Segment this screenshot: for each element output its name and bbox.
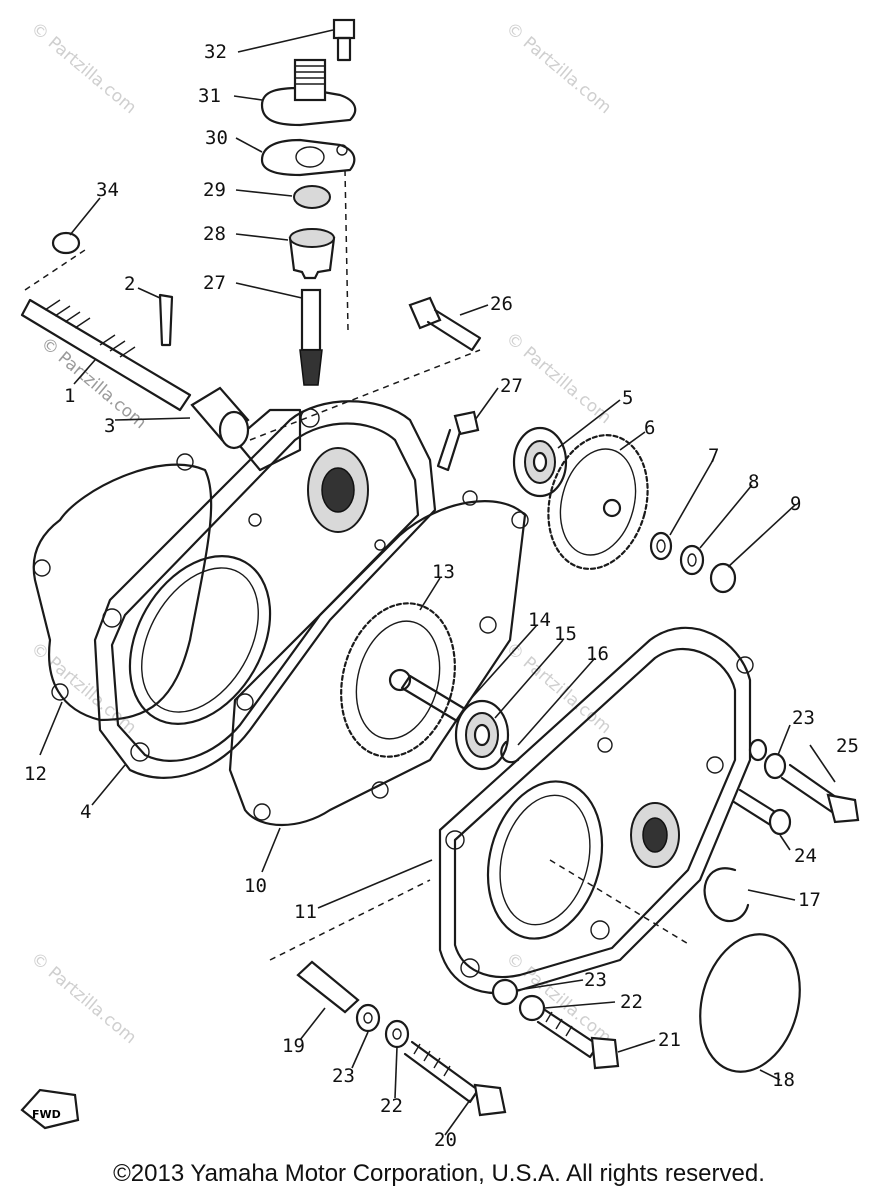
callout-19: 19 xyxy=(282,1035,305,1057)
part-22-washer-lower-right xyxy=(518,994,546,1022)
callout-15: 15 xyxy=(554,623,577,645)
assembly-lines xyxy=(24,169,691,961)
leader-lines xyxy=(39,29,836,1136)
callout-6: 6 xyxy=(644,417,655,439)
callout-5: 5 xyxy=(622,387,633,409)
callout-31: 30 xyxy=(205,127,228,149)
callout-11: 11 xyxy=(294,901,317,923)
watermark: © Partzilla.com xyxy=(502,19,615,119)
part-16-circlip xyxy=(500,740,520,764)
callout-20: 20 xyxy=(434,1129,457,1151)
watermark: © Partzilla.com xyxy=(27,949,140,1049)
part-20-bolt xyxy=(403,1040,507,1117)
part-21-bolt xyxy=(536,1008,620,1070)
part-33-bolt xyxy=(332,18,356,62)
callout-23-lower-right: 23 xyxy=(584,969,607,991)
part-28-driven-gear xyxy=(299,288,323,386)
part-18-o-ring xyxy=(699,933,801,1073)
copyright-notice: ©2013 Yamaha Motor Corporation, U.S.A. A… xyxy=(113,1160,765,1187)
part-30-seal xyxy=(293,185,331,209)
callout-34: 34 xyxy=(96,179,119,201)
callout-1: 1 xyxy=(64,385,75,407)
callout-4: 4 xyxy=(80,801,91,823)
callout-26: 26 xyxy=(490,293,513,315)
part-23-washer-lower-right xyxy=(491,978,519,1006)
part-24-bolt xyxy=(732,788,792,836)
callout-22-lower-right: 22 xyxy=(620,991,643,1013)
part-22-washer-lower-left xyxy=(384,1019,410,1049)
callout-21: 21 xyxy=(658,1029,681,1051)
callout-7: 7 xyxy=(708,445,719,467)
callout-24: 24 xyxy=(794,845,817,867)
callout-13: 13 xyxy=(432,561,455,583)
part-4-case-housing xyxy=(93,400,437,779)
callout-labels: 32 31 30 29 28 27 34 2 1 3 26 27 5 6 7 8… xyxy=(24,41,859,1151)
part-1-worm-shaft xyxy=(20,298,192,412)
callout-3: 3 xyxy=(104,415,115,437)
callout-2: 2 xyxy=(124,273,135,295)
part-12-gasket xyxy=(32,453,213,722)
part-34-washer xyxy=(51,231,81,255)
callout-9: 9 xyxy=(790,493,801,515)
callout-29: 28 xyxy=(203,223,226,245)
watermark: © Partzilla.com xyxy=(27,639,140,739)
callout-23-upper: 23 xyxy=(792,707,815,729)
callout-32: 31 xyxy=(198,85,221,107)
callout-25: 25 xyxy=(836,735,859,757)
callout-28: 27 xyxy=(203,272,226,294)
callout-10: 10 xyxy=(244,875,267,897)
watermark: © Partzilla.com xyxy=(27,19,140,119)
part-29-sleeve xyxy=(288,228,336,280)
callout-16: 16 xyxy=(586,643,609,665)
part-26-bolt xyxy=(408,296,482,352)
callout-12: 12 xyxy=(24,763,47,785)
part-10-gasket xyxy=(228,490,529,826)
callout-8: 8 xyxy=(748,471,759,493)
part-17-circlip xyxy=(703,867,750,923)
part-31-gasket xyxy=(260,138,356,177)
callout-14: 14 xyxy=(528,609,551,631)
callout-27: 27 xyxy=(500,375,523,397)
part-7-washer xyxy=(649,531,673,561)
part-32-housing xyxy=(260,58,357,127)
callout-18: 18 xyxy=(772,1069,795,1091)
callout-17: 17 xyxy=(798,889,821,911)
part-3-bushing xyxy=(190,386,250,450)
part-11-outer-cover xyxy=(438,626,754,995)
part-6-sprocket-gear xyxy=(547,434,649,570)
part-27-bolt xyxy=(436,410,480,472)
part-23-washer-lower-left xyxy=(355,1003,381,1033)
part-9-circlip xyxy=(709,562,737,594)
part-13-gear xyxy=(340,602,456,758)
callout-33: 32 xyxy=(204,41,227,63)
fwd-label: FWD xyxy=(32,1108,61,1121)
fwd-arrow: FWD xyxy=(20,1088,80,1130)
callout-30: 29 xyxy=(203,179,226,201)
part-8-washer xyxy=(679,544,705,576)
part-25-bolt xyxy=(780,763,860,824)
callout-23-lower-left: 23 xyxy=(332,1065,355,1087)
part-19-dowel xyxy=(296,960,360,1014)
part-23-washer-upper xyxy=(748,738,787,780)
part-5-bearing xyxy=(512,426,568,498)
callout-22-lower-left: 22 xyxy=(380,1095,403,1117)
part-2-pin xyxy=(158,293,174,347)
